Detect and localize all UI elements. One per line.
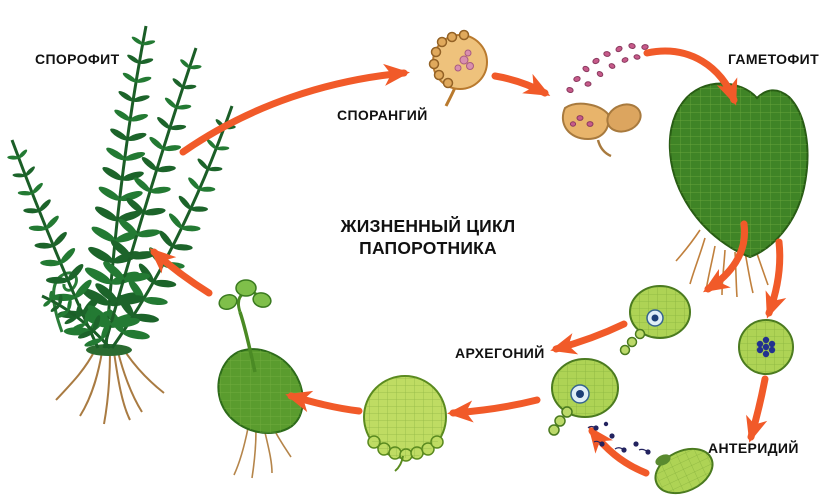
fern-roots: [55, 349, 165, 425]
archegonium-lower-neck: [548, 406, 573, 436]
label-sporangium: СПОРАНГИЙ: [337, 106, 428, 123]
arrow-antheridium-to-archegonium: [588, 426, 650, 477]
arrow-gametophyte-to-cell-cluster: [765, 238, 787, 319]
fern-fronds: [7, 25, 236, 349]
opened-capsule-stalk: [596, 139, 612, 158]
prothallus-illustration: [363, 375, 447, 472]
sporangium-spores-inside: [454, 49, 474, 72]
arrow-prothallus-to-young-sporophyte: [285, 390, 363, 415]
arrow-young-sporophyte-to-fern: [149, 248, 213, 297]
arrow-spores-to-gametophyte: [643, 47, 738, 106]
archegonium-upper-neck: [619, 328, 646, 356]
gametophyte-illustration: [668, 82, 809, 298]
arrow-gametophyte-to-archegonium: [702, 220, 749, 293]
arrow-archegonium-upper-to-lower: [550, 320, 628, 355]
archegonium-upper-illustration: [619, 285, 691, 356]
spore-release-illustration: [561, 43, 649, 158]
archegonium-lower-egg-nucleus: [576, 390, 584, 398]
young-frond-leaves: [218, 279, 272, 311]
opened-capsule-right: [606, 103, 642, 133]
antheridium-illustration: [654, 447, 714, 495]
label-sporophyte: СПОРОФИТ: [35, 51, 120, 67]
gametophyte-cell-texture: [669, 83, 808, 257]
sporangium-illustration: [428, 29, 488, 107]
sporophyte-fern-illustration: [7, 25, 236, 425]
archegonium-upper-egg-nucleus: [651, 314, 659, 322]
antheridium-cell-cluster-illustration: [738, 319, 794, 375]
arrow-sporophyte-to-sporangium: [179, 63, 410, 156]
label-antheridium: АНТЕРИДИЙ: [708, 439, 799, 456]
cycle-arrows: [149, 47, 787, 477]
label-archegonium: АРХЕГОНИЙ: [455, 344, 545, 361]
label-gametophyte: ГАМЕТОФИТ: [728, 51, 819, 67]
young-frond-stem: [238, 311, 257, 373]
diagram-title-line1: ЖИЗНЕННЫЙ ЦИКЛ: [340, 215, 516, 236]
arrow-sporangium-to-spores: [491, 72, 551, 97]
flying-spores: [566, 43, 649, 127]
archegonium-lower-illustration: [548, 358, 619, 436]
young-sporophyte-roots: [233, 421, 292, 479]
prothallus-notch: [394, 455, 404, 472]
sporangium-annulus: [428, 29, 470, 89]
diagram-title-line2: ПАПОРОТНИКА: [359, 238, 497, 258]
arrow-archegonium-to-prothallus: [447, 396, 541, 423]
antheridium-opening: [655, 454, 671, 466]
young-sporophyte-illustration: [217, 279, 304, 479]
cluster-sperm-cells: [756, 336, 776, 358]
arrow-cell-cluster-to-antheridium: [746, 375, 769, 443]
sperm-cells: [587, 421, 651, 455]
opened-capsule-left: [561, 102, 610, 141]
